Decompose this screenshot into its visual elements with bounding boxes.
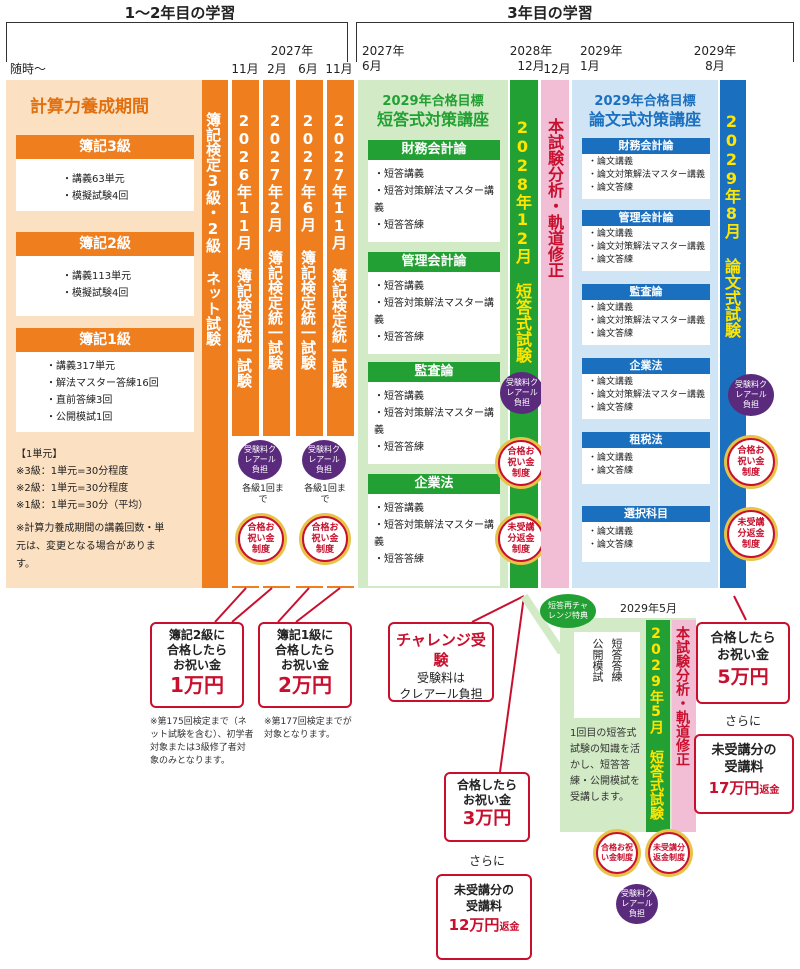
refund-medal-rechallenge: 未受講分返金制度 xyxy=(648,832,690,874)
net-exam-column xyxy=(202,80,228,588)
rechallenge-date: 2029年5月 xyxy=(620,602,677,615)
ronbun-subject-2: 監査論 論文講義 論文対策解法マスター講義 論文答練 xyxy=(582,284,710,345)
date-2027: 2027年 xyxy=(270,44,314,58)
tanto-2029-column xyxy=(646,620,670,832)
tanto-course-title: 短答式対策講座 xyxy=(376,110,489,129)
note-2kyu: ※第175回検定まで（ネット試験を含む）、初学者対象または3級修了者対象のみとな… xyxy=(150,717,254,766)
tanto-exam-label: 2028年12月 短答式試験 xyxy=(513,118,532,363)
change-note: ※計算力養成期間の講義回数・単元は、変更となる場合があります。 xyxy=(16,523,165,570)
calc-period-title: 計算力養成期間 xyxy=(30,97,149,117)
tanto-refund-callout: 未受講分の 受講料 12万円返金 xyxy=(436,874,532,960)
tanto-subject-1: 管理会計論 短答講義 短答対策解法マスター講義 短答答練 xyxy=(368,252,500,354)
tanto-course-title-top: 2029年合格目標 xyxy=(382,94,484,109)
clear-burden-badge-ronbun: 受験料クレアール負担 xyxy=(728,374,774,416)
exam-2026-11-label: 2026年11月 簿記検定統一試験 xyxy=(235,112,253,388)
date-2029-8: 2029年 8月 xyxy=(693,44,737,73)
analysis-label: 本試験分析・軌道修正 xyxy=(545,118,564,278)
level-1kyu: 簿記1級 講義317単元 解法マスター答練16回 直前答練3回 公開模試1回 xyxy=(16,328,194,432)
challenge-callout: チャレンジ受験 受験料は クレアール負担 xyxy=(388,622,494,702)
ronbun-refund-callout: 未受講分の 受講料 17万円返金 xyxy=(694,734,794,814)
left-section-title: 1〜2年目の学習 xyxy=(124,4,236,22)
right-bracket xyxy=(356,22,794,62)
ronbun-subject-4: 租税法 論文講義 論文答練 xyxy=(582,432,710,484)
celebration-medal-ronbun: 合格お祝い金制度 xyxy=(727,438,775,486)
ronbun-bonus-callout: 合格したら お祝い金 5万円 xyxy=(696,622,790,704)
ronbun-subject-1: 管理会計論 論文講義 論文対策解法マスター講義 論文答練 xyxy=(582,210,710,271)
exam-2027-11-label: 2027年11月 簿記検定統一試験 xyxy=(330,112,348,388)
celebration-medal-rechallenge: 合格お祝い金制度 xyxy=(596,832,638,874)
tanto-subject-0: 財務会計論 短答講義 短答対策解法マスター講義 短答答練 xyxy=(368,140,500,242)
right-section-title: 3年目の学習 xyxy=(507,4,593,22)
net-exam-label: 簿記検定3級・2級 ネット試験 xyxy=(204,112,222,346)
date-2027-6: 2027年 6月 xyxy=(362,44,405,73)
rechallenge-desc: 1回目の短答式試験の知識を活かし、短答答練・公開模試を受講します。 xyxy=(570,728,640,803)
tanto-exam-column xyxy=(510,80,538,588)
exam-2027-6-label: 2027年6月 簿記検定統一試験 xyxy=(299,112,317,370)
refund-medal-ronbun: 未受講分返金制度 xyxy=(727,510,775,558)
each-once-left1: 各級1回まで xyxy=(242,484,284,505)
tanto-subject-2: 監査論 短答講義 短答対策解法マスター講義 短答答練 xyxy=(368,362,500,464)
level-1kyu-title: 簿記1級 xyxy=(16,328,194,352)
ronbun-subject-5: 選択科目 論文講義 論文答練 xyxy=(582,506,710,562)
celebration-medal-left1: 合格お祝い金制度 xyxy=(238,516,284,562)
analysis2-column xyxy=(672,620,696,832)
tanto-bonus-sarani: さらに xyxy=(468,854,505,868)
celebration-medal-tanto: 合格お祝い金制度 xyxy=(498,440,544,486)
unit-notes: 【1単元】 ※3級：1単元=30分程度 ※2級：1単元=30分程度 ※1級：1単… xyxy=(16,449,149,511)
level-3kyu-title: 簿記3級 xyxy=(16,135,194,159)
ronbun-exam-column xyxy=(720,80,746,588)
date-12: 12月 xyxy=(543,62,571,76)
clear-burden-badge-tanto: 受験料クレアール負担 xyxy=(500,372,544,414)
date-2029-1: 2029年 1月 xyxy=(580,44,623,73)
level-2kyu-title: 簿記2級 xyxy=(16,232,194,256)
clear-burden-badge-left1: 受験料クレアール負担 xyxy=(238,440,282,480)
ronbun-course-title-top: 2029年合格目標 xyxy=(594,94,696,109)
note-1kyu: ※第177回検定までが対象となります。 xyxy=(264,717,352,740)
tanto-2029-label: 2029年5月 短答式試験 xyxy=(648,626,664,820)
celebration-medal-left2: 合格お祝い金制度 xyxy=(302,516,348,562)
bonus-1kyu-callout: 簿記1級に 合格したら お祝い金 2万円 xyxy=(258,622,352,708)
ronbun-subject-3: 企業法 論文講義 論文対策解法マスター講義 論文答練 xyxy=(582,358,710,419)
ronbun-bonus-sarani: さらに xyxy=(724,714,761,728)
rechallenge-items: 短答答練 公開模試 xyxy=(574,632,640,718)
each-once-left2: 各級1回まで xyxy=(304,484,346,505)
clear-burden-badge-rechallenge: 受験料クレアール負担 xyxy=(616,884,658,924)
analysis-column xyxy=(541,80,569,588)
start-label: 随時〜 xyxy=(10,62,47,76)
date-2: 2月 xyxy=(267,62,287,76)
left-bracket xyxy=(6,22,348,62)
exam-2027-2-label: 2027年2月 簿記検定統一試験 xyxy=(266,112,284,370)
date-11a: 11月 xyxy=(231,62,259,76)
ronbun-exam-label: 2029年8月 論文式試験 xyxy=(722,112,741,338)
analysis2-label: 本試験分析・軌道修正 xyxy=(674,626,690,766)
ronbun-course-title: 論文式対策講座 xyxy=(588,110,701,129)
tanto-bonus-callout: 合格したら お祝い金 3万円 xyxy=(444,772,530,842)
bonus-2kyu-callout: 簿記2級に 合格したら お祝い金 1万円 xyxy=(150,622,244,708)
level-3kyu: 簿記3級 講義63単元 模擬試験4回 xyxy=(16,135,194,211)
clear-burden-badge-left2: 受験料クレアール負担 xyxy=(302,440,346,480)
date-11b: 11月 xyxy=(325,62,353,76)
rechallenge-badge: 短答再チャレンジ特典 xyxy=(540,594,596,628)
date-2028-12: 2028年 12月 xyxy=(509,44,553,73)
tanto-subject-3: 企業法 短答講義 短答対策解法マスター講義 短答答練 xyxy=(368,474,500,586)
ronbun-subject-0: 財務会計論 論文講義 論文対策解法マスター講義 論文答練 xyxy=(582,138,710,199)
level-2kyu: 簿記2級 講義113単元 模擬試験4回 xyxy=(16,232,194,316)
date-6: 6月 xyxy=(298,62,318,76)
